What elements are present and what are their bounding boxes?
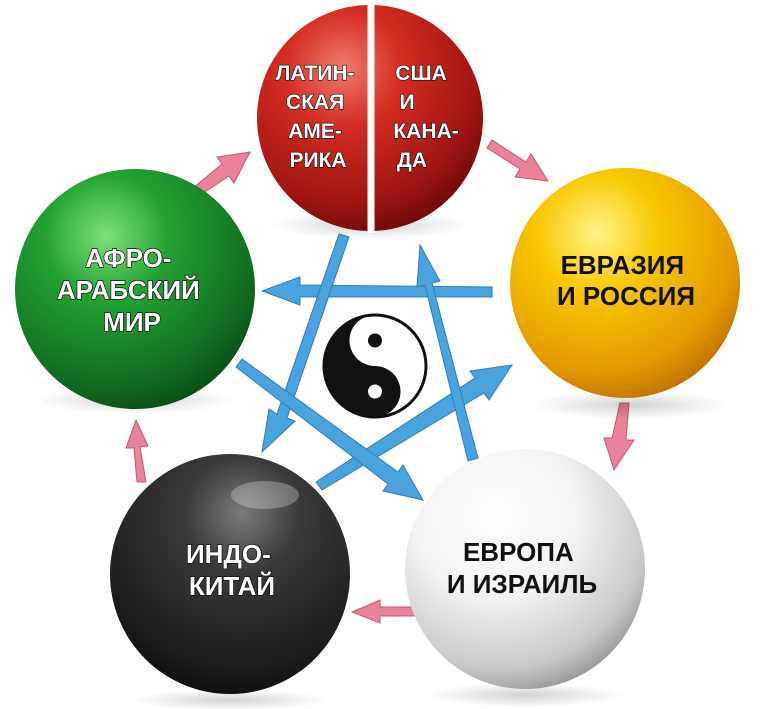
- sphere-latin-america-usa-canada: [257, 3, 483, 233]
- sphere-afro-arab: [15, 169, 255, 409]
- yin-yang-icon: [322, 313, 428, 419]
- cycle-arrows: [125, 139, 635, 624]
- sphere-indo-china: [110, 454, 350, 694]
- sphere-europe-israel: [405, 449, 645, 689]
- star-arrow-left-to-bottomright: [235, 358, 424, 501]
- label-indo-china: ИНДО- КИТАЙ: [186, 539, 278, 601]
- label-latin-america: ЛАТИН- СКАЯ АМЕ- РИКА: [276, 62, 361, 172]
- star-arrow-bottomright-to-top: [416, 243, 479, 462]
- label-eurasia-russia: ЕВРАЗИЯ И РОССИЯ: [557, 250, 695, 311]
- sphere-eurasia-russia: [510, 168, 740, 398]
- cycle-arrow-top-to-right: [486, 139, 549, 182]
- cycle-arrow-bottomleft-to-left: [125, 418, 149, 483]
- cycle-arrow-bottomright-to-bottomleft: [350, 599, 421, 624]
- label-afro-arab: АФРО- АРАБСКИЙ МИР: [57, 243, 207, 337]
- star-arrow-right-to-left: [260, 276, 493, 306]
- star-arrows: [235, 233, 514, 501]
- label-europe-israel: ЕВРОПА И ИЗРАИЛЬ: [447, 537, 597, 599]
- label-usa-canada: США И КАНА- ДА: [393, 62, 464, 172]
